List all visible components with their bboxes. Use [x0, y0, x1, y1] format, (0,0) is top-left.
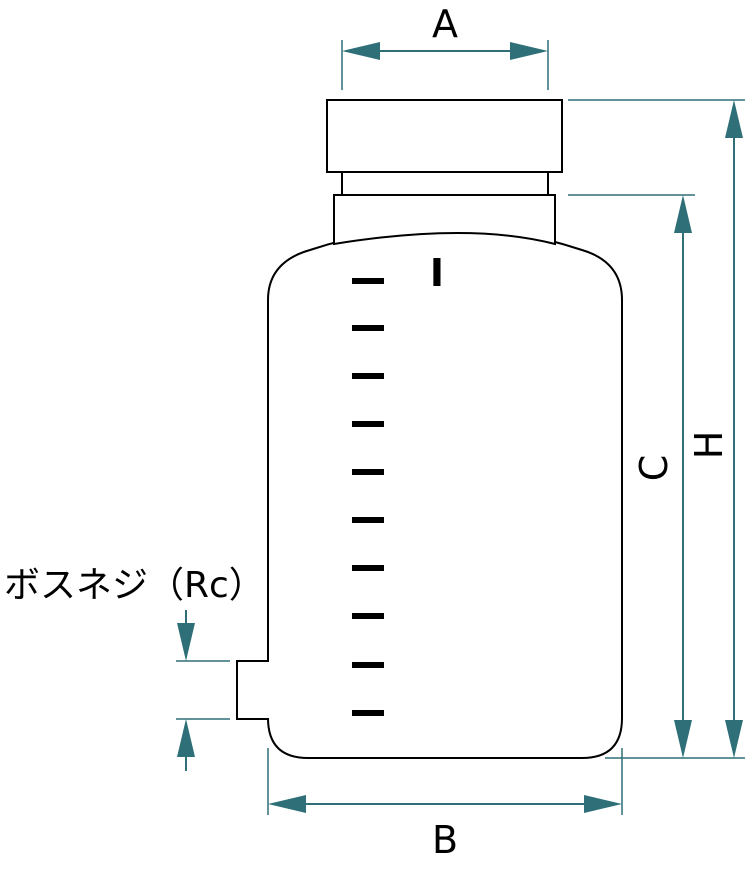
arrow-head — [177, 623, 195, 661]
label-c: C — [632, 455, 676, 482]
dimension-b: B — [267, 748, 623, 862]
dimension-h: H — [568, 99, 745, 758]
arrow-head — [268, 795, 306, 813]
arrow-head — [725, 720, 743, 758]
arrow-head — [674, 720, 692, 758]
boss-port — [236, 660, 269, 720]
bottle: I — [236, 99, 623, 759]
bottle-cap — [326, 99, 563, 173]
label-a: A — [432, 2, 458, 46]
bottle-body — [267, 225, 623, 759]
arrow-head — [510, 42, 548, 60]
bottle-neck — [333, 194, 556, 246]
thread-ring — [341, 171, 549, 196]
arrow-head — [584, 795, 622, 813]
arrow-head — [674, 195, 692, 233]
label-h: H — [687, 431, 731, 460]
dimension-c: C — [568, 194, 745, 759]
shoulder-mark: I — [430, 251, 444, 295]
dimension-a: A — [341, 2, 549, 90]
label-boss-thread: ボスネジ（Rc） — [4, 565, 265, 606]
arrow-head — [342, 42, 380, 60]
label-b: B — [432, 818, 458, 862]
dimension-boss-thread: ボスネジ（Rc） — [4, 565, 265, 771]
arrow-head — [725, 100, 743, 138]
graduation-marks — [352, 278, 384, 716]
arrow-head — [177, 719, 195, 757]
